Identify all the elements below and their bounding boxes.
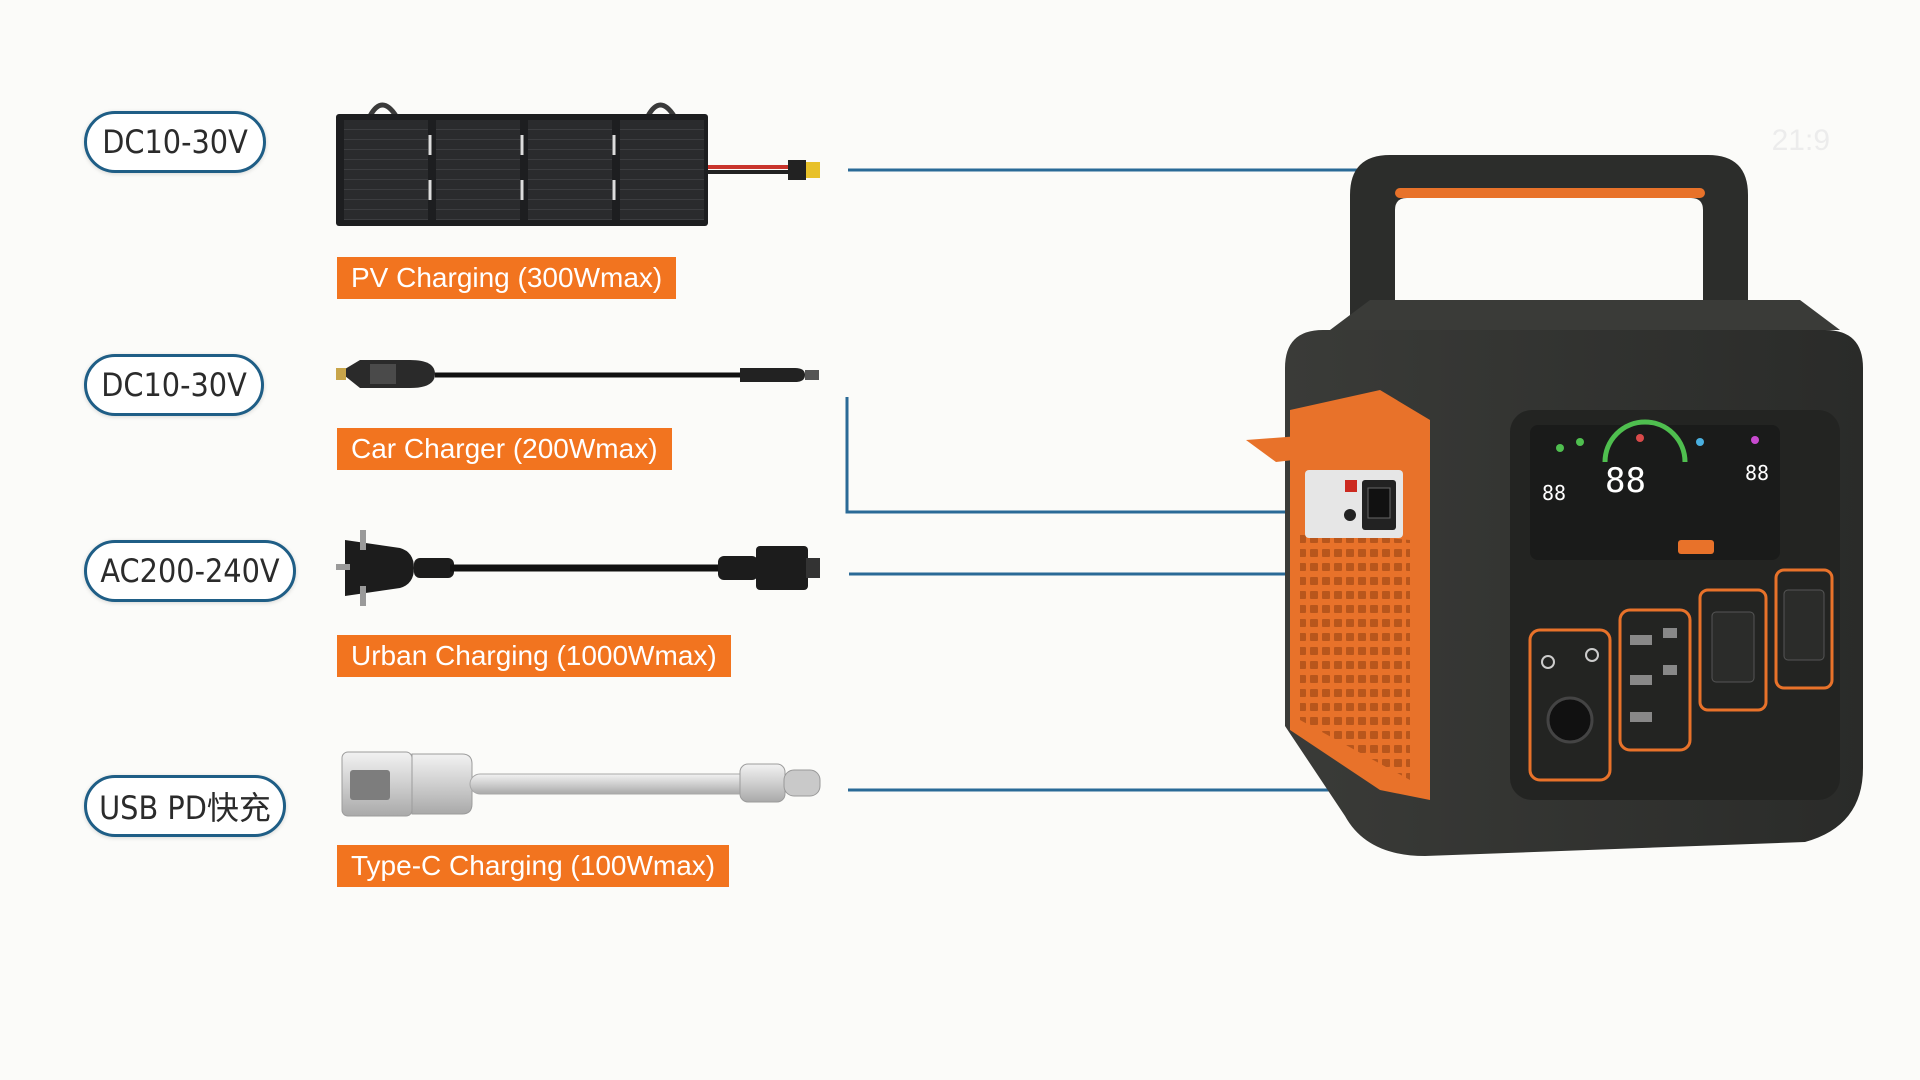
tag-car-charger: Car Charger (200Wmax) (337, 428, 672, 470)
ac-cord-image (336, 530, 820, 606)
svg-text:88: 88 (1745, 461, 1769, 485)
voltage-label-car: DC10-30V (84, 354, 264, 416)
tag-pv-charging: PV Charging (300Wmax) (337, 257, 677, 299)
tag-urban-charging: Urban Charging (1000Wmax) (337, 635, 731, 677)
usb-cable-image (341, 751, 821, 817)
car-connector-line (845, 397, 1360, 514)
voltage-label-ac: AC200-240V (84, 540, 296, 602)
svg-text:88: 88 (1542, 481, 1566, 505)
tag-typec-charging: Type-C Charging (100Wmax) (337, 845, 730, 887)
car-charger-image (336, 360, 819, 388)
svg-text:88: 88 (1605, 461, 1646, 501)
voltage-label-usb: USB PD快充 (84, 775, 286, 837)
power-station-image: 88 88 88 (1246, 155, 1863, 856)
solar-panel-image (336, 102, 820, 226)
voltage-label-pv: DC10-30V (84, 111, 266, 173)
aspect-watermark: 21:9 (1771, 124, 1830, 157)
